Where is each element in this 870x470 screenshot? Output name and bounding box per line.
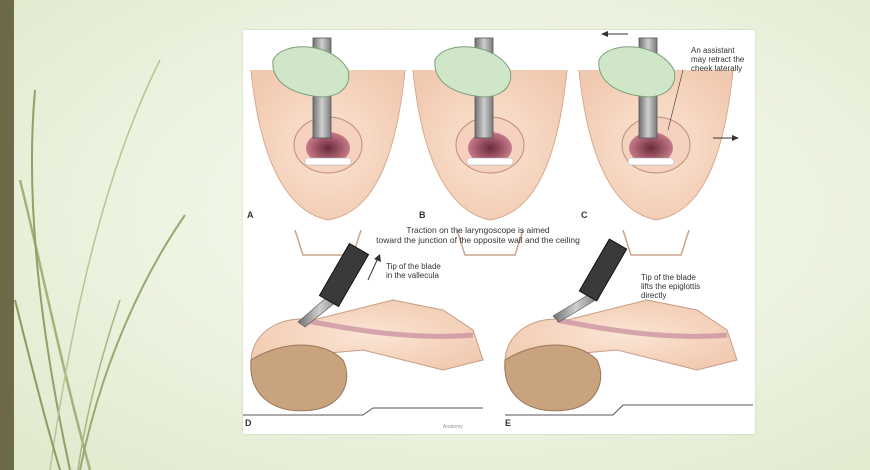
- slide-accent-bar: [0, 0, 14, 470]
- panel-d-drawing: [243, 242, 484, 416]
- panel-label-c: C: [581, 210, 588, 220]
- traction-caption: Traction on the laryngoscope is aimed to…: [333, 225, 623, 245]
- panel-b-drawing: [412, 37, 568, 256]
- panel-label-b: B: [419, 210, 426, 220]
- panel-label-d: D: [245, 418, 252, 428]
- panel-a-drawing: [250, 37, 406, 256]
- blade-epiglottis-label: Tip of the blade lifts the epiglottis di…: [641, 273, 701, 300]
- assistant-note: An assistant may retract the cheek later…: [691, 46, 745, 73]
- panel-c-drawing: [578, 31, 739, 256]
- decorative-grass-strands: [14, 59, 186, 470]
- laryngoscopy-illustration: A B C D E An assistant may retract the c…: [243, 30, 755, 434]
- panel-label-a: A: [247, 210, 254, 220]
- caption-line-2: toward the junction of the opposite wall…: [376, 235, 580, 245]
- panel-e-drawing: [504, 238, 753, 416]
- figure-credit: Anatomy: [443, 424, 463, 430]
- panel-label-e: E: [505, 418, 512, 428]
- blade-vallecula-label: Tip of the blade in the vallecula: [386, 262, 441, 280]
- caption-line-1: Traction on the laryngoscope is aimed: [406, 225, 550, 235]
